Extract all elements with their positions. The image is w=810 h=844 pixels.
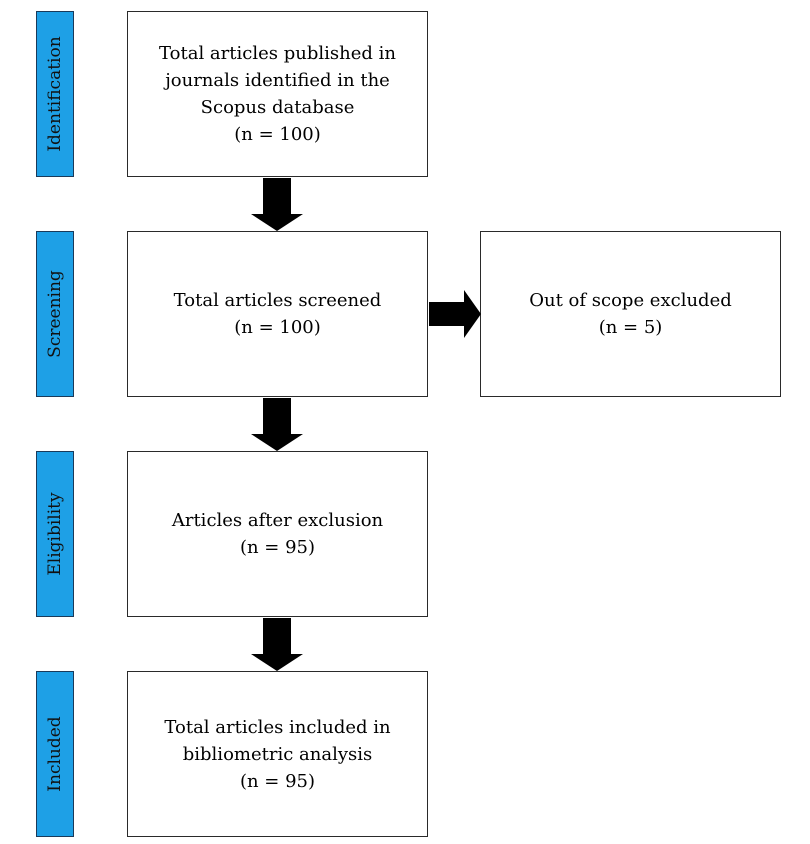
phase-screening-label: Screening [45,270,65,358]
phase-identification-label: Identification [45,36,65,152]
arrow-down-icon [251,178,303,231]
included-box: Total articles included in bibliometric … [127,671,428,837]
arrow-down-icon [251,398,303,451]
excluded-box: Out of scope excluded (n = 5) [480,231,781,397]
phase-eligibility: Eligibility [36,451,74,617]
included-line-2: bibliometric analysis [182,743,373,765]
excluded-line-1: Out of scope excluded [529,290,732,311]
phase-included: Included [36,671,74,837]
screened-box: Total articles screened (n = 100) [127,231,428,397]
identified-count: (n = 100) [234,124,321,145]
eligible-count: (n = 95) [239,537,316,558]
arrow-down-icon [251,618,303,671]
eligible-box: Articles after exclusion (n = 95) [127,451,428,617]
phase-screening: Screening [36,231,74,397]
phase-included-label: Included [45,716,65,792]
identified-box: Total articles published in journals ide… [127,11,428,177]
identified-line-2: journals identified in the [165,70,390,91]
identified-line-3: Scopus database [200,97,355,118]
arrow-right-icon [429,290,481,338]
phase-eligibility-label: Eligibility [45,492,65,576]
eligible-line-1: Articles after exclusion [171,510,384,531]
phase-identification: Identification [36,11,74,177]
screened-line-1: Total articles screened [173,290,382,311]
excluded-count: (n = 5) [598,317,663,338]
included-count: (n = 95) [239,770,316,792]
screened-count: (n = 100) [234,317,321,338]
identified-line-1: Total articles published in [159,43,396,64]
included-line-1: Total articles included in [164,716,391,738]
